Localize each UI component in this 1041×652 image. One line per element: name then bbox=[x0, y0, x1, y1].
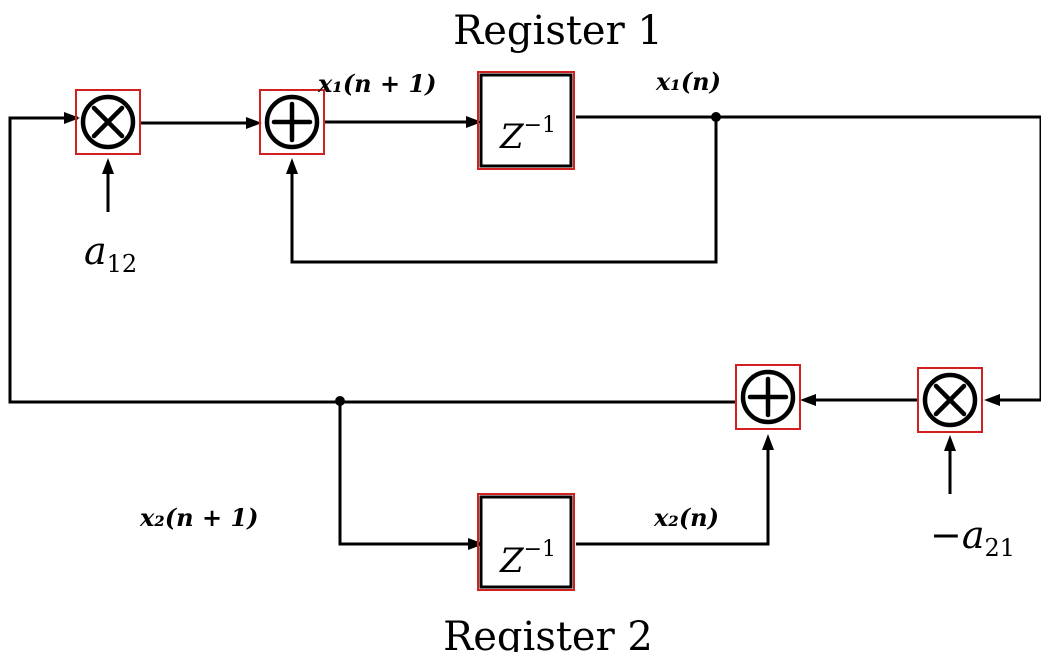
wire-to-register2 bbox=[338, 402, 474, 546]
arrowhead-into-adder2 bbox=[800, 394, 816, 406]
delay-label: Z−1 bbox=[499, 113, 556, 157]
wire-register2-output bbox=[576, 444, 770, 546]
highlight-box bbox=[259, 89, 325, 155]
wire-register1-feedback bbox=[290, 117, 718, 264]
multiplier-node-2 bbox=[917, 367, 983, 433]
highlight-box bbox=[75, 89, 141, 155]
delay-block-2: Z−1 bbox=[477, 493, 575, 591]
wires bbox=[8, 115, 1041, 546]
arrowhead-register2-up bbox=[762, 434, 774, 450]
arrowhead-into-mult2 bbox=[984, 394, 1000, 406]
arrowhead-into-register1 bbox=[466, 116, 482, 128]
adder-node-2 bbox=[735, 364, 801, 430]
wire-register1-output bbox=[576, 115, 1041, 402]
coefficient-a12: a12 bbox=[84, 229, 137, 278]
arrowhead-a21-up bbox=[944, 435, 956, 451]
arrowhead-into-mult1 bbox=[64, 112, 80, 124]
arrowhead-feedback-up bbox=[286, 158, 298, 174]
signal-label-x2-next: x₂(n + 1) bbox=[139, 503, 259, 532]
arrowhead-into-register2 bbox=[468, 538, 484, 550]
adder-node-1 bbox=[259, 89, 325, 155]
arrowhead-into-adder1 bbox=[246, 117, 262, 129]
signal-label-x2: x₂(n) bbox=[653, 503, 719, 532]
wire-left-loop bbox=[8, 116, 340, 404]
multiplier-node-1 bbox=[75, 89, 141, 155]
arrowheads bbox=[64, 112, 1000, 550]
delay-block-1: Z−1 bbox=[477, 71, 575, 170]
highlight-box bbox=[735, 364, 801, 430]
junction-dot-x1 bbox=[711, 112, 721, 122]
register-1-title: Register 1 bbox=[453, 8, 663, 54]
junction-dot-x2-next bbox=[335, 396, 345, 406]
register-2-title: Register 2 bbox=[443, 614, 653, 652]
signal-label-x1: x₁(n) bbox=[655, 67, 721, 96]
delay-label: Z−1 bbox=[499, 537, 556, 581]
coefficient-minus-a21: −a21 bbox=[930, 513, 1015, 562]
signal-label-x1-next: x₁(n + 1) bbox=[317, 69, 437, 98]
highlight-box bbox=[917, 367, 983, 433]
arrowhead-a12-up bbox=[102, 158, 114, 174]
